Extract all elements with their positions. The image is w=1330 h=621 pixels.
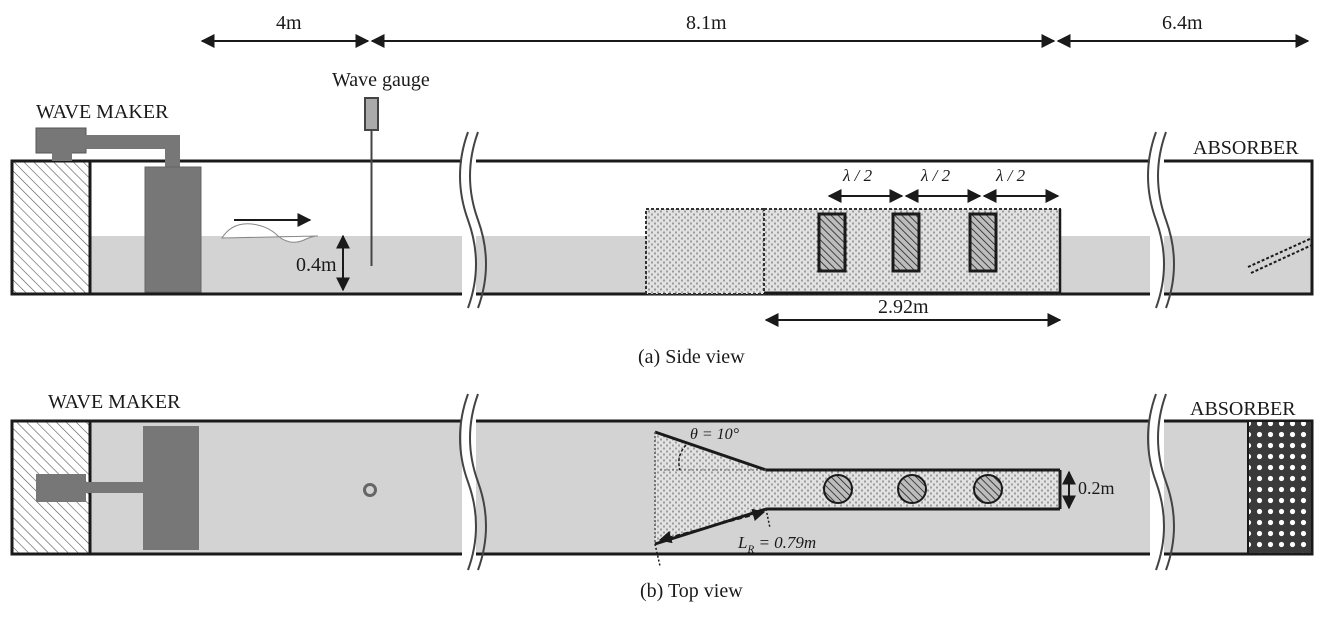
top-break-mark-right (1147, 392, 1175, 572)
array-length-label: 2.92m (878, 296, 929, 318)
top-absorber-block (1247, 420, 1313, 555)
side-break-mark-left (459, 130, 487, 310)
dimension-label-4m: 4m (276, 12, 302, 34)
lr-symbol: L (738, 533, 748, 552)
wave-maker-side (35, 127, 202, 293)
lr-dimension-arrow (658, 508, 766, 544)
lambda-label-2: λ / 2 (921, 166, 951, 185)
side-porous-transition (645, 208, 767, 295)
caption-top-view: (b) Top view (640, 580, 743, 602)
wave-gauge-top (363, 483, 377, 497)
side-break-mark-right (1147, 130, 1175, 310)
width-label: 0.2m (1078, 478, 1115, 498)
lambda-label-3: λ / 2 (996, 166, 1026, 185)
top-obstacle-2 (897, 474, 927, 504)
dimension-label-8-1m: 8.1m (686, 12, 727, 34)
top-obstacle-1 (823, 474, 853, 504)
theta-label: θ = 10° (690, 426, 740, 443)
top-view (10, 392, 1314, 572)
wave-maker-label-side: WAVE MAKER (36, 101, 169, 123)
side-end-wall (10, 159, 92, 296)
theta-angle-mark (678, 444, 687, 471)
caption-side-view: (a) Side view (638, 346, 745, 368)
side-absorber-slope (1247, 237, 1313, 274)
top-obstacle-3 (973, 474, 1003, 504)
lr-subscript: R (747, 543, 755, 556)
absorber-label-top: ABSORBER (1190, 398, 1296, 420)
wave-maker-top (36, 426, 199, 550)
top-break-mark-left (459, 392, 487, 572)
side-obstacle-3 (968, 212, 998, 273)
absorber-label-side: ABSORBER (1193, 137, 1299, 159)
wave-maker-label-top: WAVE MAKER (48, 391, 181, 413)
side-obstacle-2 (891, 212, 921, 273)
lr-label: LR = 0.79m (738, 533, 816, 555)
wave-gauge-label: Wave gauge (332, 69, 430, 91)
lambda-label-1: λ / 2 (843, 166, 873, 185)
depth-label: 0.4m (296, 254, 337, 276)
side-view (10, 97, 1314, 327)
wave-gauge (364, 97, 379, 266)
dimension-label-6-4m: 6.4m (1162, 12, 1203, 34)
side-obstacle-1 (817, 212, 847, 273)
wave-crest (221, 223, 319, 243)
lr-value: = 0.79m (754, 533, 817, 552)
